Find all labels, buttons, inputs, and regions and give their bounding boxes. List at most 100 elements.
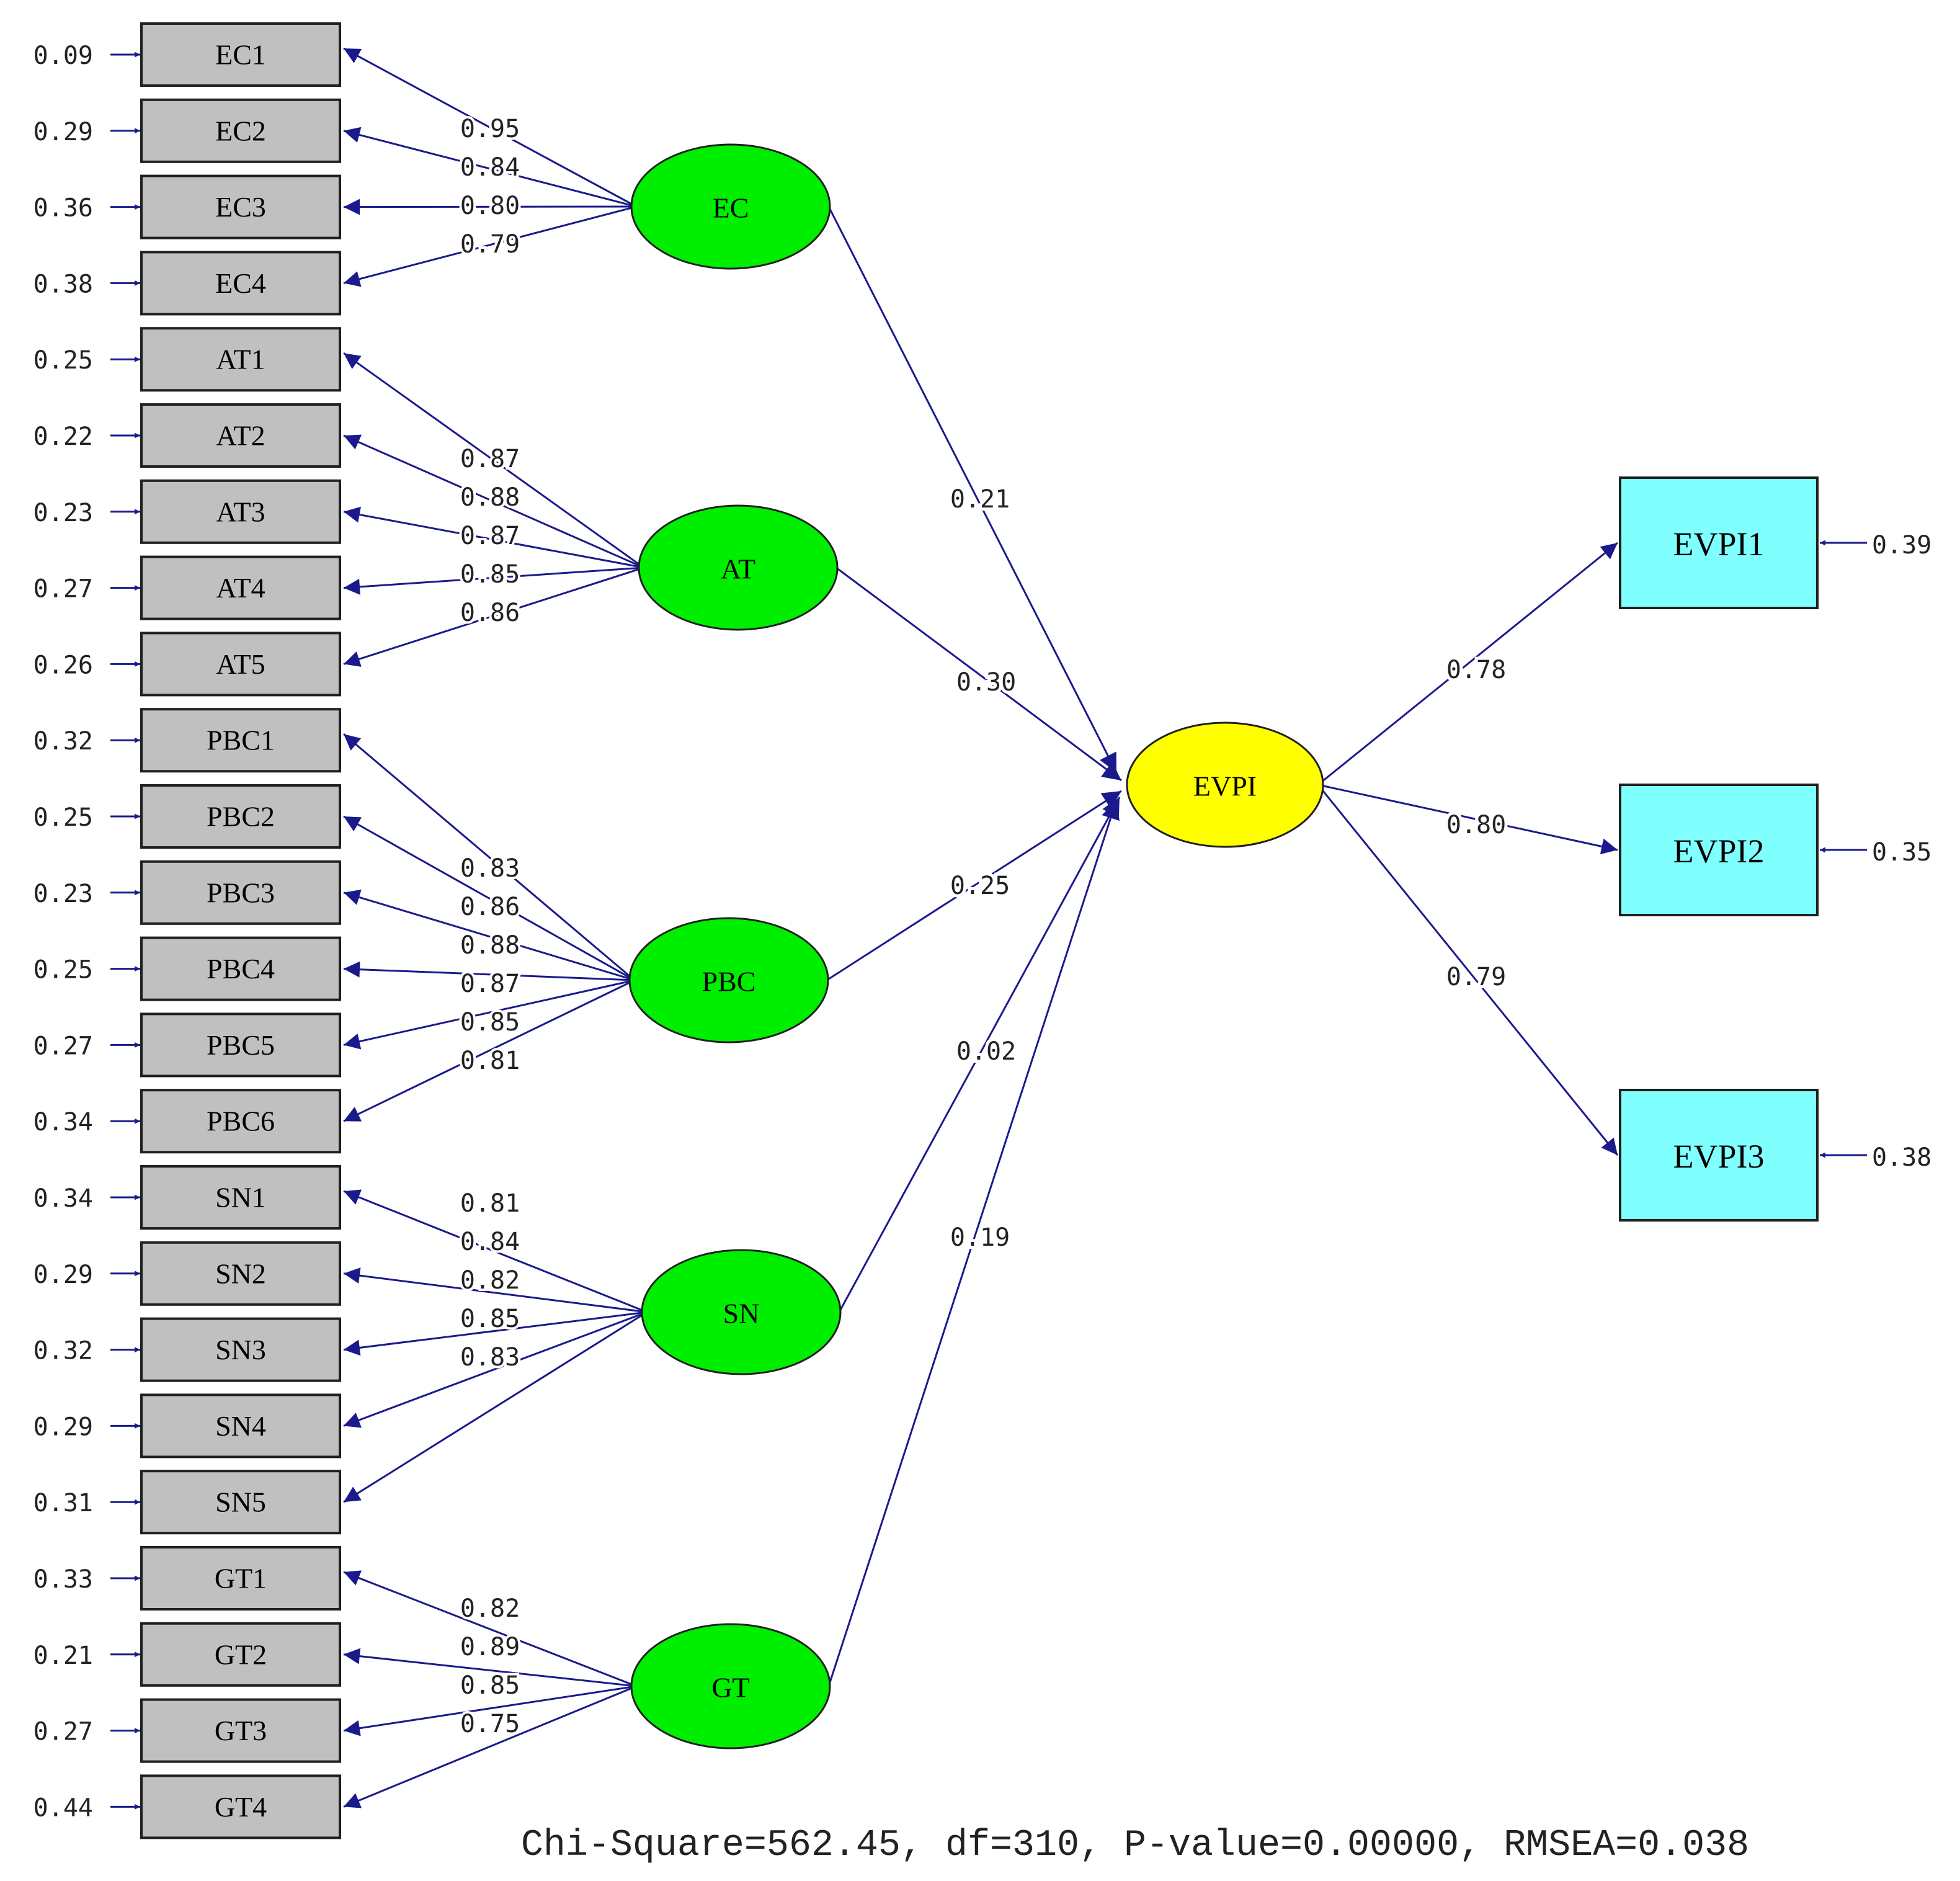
loading-path-at3	[343, 506, 644, 569]
indicator-box-pbc4	[140, 936, 341, 1001]
indicator-label-sn5: SN5	[215, 1486, 266, 1518]
structural-path-sn	[838, 797, 1121, 1313]
indicator-box-sn1	[140, 1165, 341, 1230]
outcome-label-evpi1: EVPI1	[1673, 525, 1765, 563]
indicator-label-gt3: GT3	[215, 1715, 267, 1746]
error-variance-at2: 0.22	[33, 422, 93, 451]
error-variance-gt4: 0.44	[33, 1794, 93, 1822]
structural-value-ec: 0.21	[950, 485, 1010, 514]
outcome-label-evpi3: EVPI3	[1673, 1138, 1765, 1175]
latent-label-gt: GT	[711, 1672, 749, 1704]
loading-path-sn2	[343, 1267, 648, 1313]
outcome-box-evpi1	[1619, 476, 1819, 609]
indicator-box-at5	[140, 632, 341, 697]
loading-path-ec4	[343, 205, 637, 287]
latent-ellipse-at	[638, 504, 839, 631]
indicator-label-gt1: GT1	[215, 1563, 267, 1594]
error-variance-at5: 0.26	[33, 651, 93, 679]
indicator-label-at3: AT3	[216, 496, 265, 527]
indicator-label-at1: AT1	[216, 344, 265, 375]
loading-value-sn4: 0.85	[460, 1305, 520, 1333]
latent-ellipse-ec	[630, 143, 831, 270]
indicator-label-pbc5: PBC5	[207, 1029, 275, 1061]
error-variance-at4: 0.27	[33, 575, 93, 604]
loading-value-sn1: 0.81	[460, 1189, 520, 1218]
structural-path-gt	[827, 800, 1120, 1687]
loading-path-pbc4	[343, 961, 635, 981]
indicator-label-pbc2: PBC2	[207, 801, 275, 833]
loading-value-sn5: 0.83	[460, 1343, 520, 1372]
loading-path-pbc2	[343, 815, 635, 981]
loading-path-pbc1	[343, 733, 635, 981]
latent-label-sn: SN	[723, 1298, 760, 1329]
error-variance-ec4: 0.38	[33, 270, 93, 298]
structural-path-pbc	[826, 790, 1122, 981]
loading-value-pbc2: 0.86	[460, 893, 520, 921]
loading-path-gt1	[343, 1570, 637, 1687]
outcome-error-evpi2: 0.35	[1872, 838, 1931, 867]
indicator-box-pbc2	[140, 784, 341, 849]
loading-path-at4	[343, 566, 644, 595]
loading-value-pbc4: 0.87	[460, 970, 520, 998]
error-variance-pbc2: 0.25	[33, 803, 93, 832]
indicator-box-gt1	[140, 1546, 341, 1611]
outcome-loading-evpi1: 0.78	[1446, 656, 1506, 684]
error-variance-gt1: 0.33	[33, 1565, 93, 1594]
loading-value-gt4: 0.75	[460, 1710, 520, 1738]
latent-label-at: AT	[721, 553, 755, 585]
loading-path-gt3	[343, 1685, 637, 1736]
loading-value-pbc3: 0.88	[460, 931, 520, 960]
indicator-label-sn2: SN2	[215, 1258, 266, 1289]
indicator-label-pbc1: PBC1	[207, 725, 275, 756]
indicator-label-pbc4: PBC4	[207, 953, 275, 985]
loading-value-at1: 0.87	[460, 445, 520, 473]
indicator-label-pbc6: PBC6	[207, 1106, 275, 1137]
node-layer: EC1EC2EC3EC4ECAT1AT2AT3AT4AT5ATPBC1PBC2P…	[140, 22, 1819, 1839]
loading-path-sn4	[343, 1311, 648, 1428]
outcome-path-evpi2	[1317, 784, 1618, 855]
error-variance-sn4: 0.29	[33, 1413, 93, 1441]
outcome-label-evpi2: EVPI2	[1673, 833, 1765, 870]
indicator-box-ec3	[140, 174, 341, 239]
indicator-label-gt4: GT4	[215, 1791, 267, 1823]
loading-value-pbc1: 0.83	[460, 854, 520, 883]
loading-path-sn1	[343, 1189, 648, 1313]
loading-value-pbc6: 0.81	[460, 1047, 520, 1075]
error-variance-gt3: 0.27	[33, 1718, 93, 1746]
indicator-label-sn4: SN4	[215, 1410, 266, 1442]
indicator-label-sn1: SN1	[215, 1182, 266, 1213]
loading-path-sn5	[343, 1311, 648, 1503]
indicator-box-sn2	[140, 1241, 341, 1306]
indicator-label-ec2: EC2	[215, 115, 266, 146]
error-variance-sn1: 0.34	[33, 1184, 93, 1213]
indicator-label-ec4: EC4	[215, 267, 266, 299]
indicator-box-pbc3	[140, 860, 341, 925]
loading-path-pbc3	[343, 889, 635, 981]
structural-value-gt: 0.19	[950, 1223, 1010, 1252]
indicator-box-ec2	[140, 98, 341, 163]
indicator-box-gt3	[140, 1698, 341, 1763]
indicator-label-gt2: GT2	[215, 1638, 267, 1670]
outcome-loading-evpi3: 0.79	[1446, 963, 1506, 991]
loading-path-at1	[343, 352, 644, 569]
loading-path-gt2	[343, 1648, 637, 1687]
outcome-path-evpi1	[1317, 542, 1618, 786]
indicator-box-gt4	[140, 1774, 341, 1839]
error-variance-pbc6: 0.34	[33, 1108, 93, 1137]
loading-value-ec4: 0.79	[460, 230, 520, 259]
loading-path-pbc6	[343, 979, 635, 1122]
indicator-box-at4	[140, 555, 341, 620]
error-variance-ec2: 0.29	[33, 118, 93, 146]
indicator-box-ec4	[140, 251, 341, 316]
indicator-label-at4: AT4	[216, 572, 265, 604]
structural-path-at	[835, 566, 1122, 782]
error-variance-sn5: 0.31	[33, 1489, 93, 1517]
latent-label-ec: EC	[713, 192, 749, 224]
loading-path-sn3	[343, 1311, 648, 1356]
loading-value-pbc5: 0.85	[460, 1008, 520, 1037]
loading-path-gt4	[343, 1685, 637, 1808]
fit-statistics: Chi-Square=562.45, df=310, P-value=0.000…	[521, 1825, 1749, 1867]
indicator-box-at3	[140, 479, 341, 544]
